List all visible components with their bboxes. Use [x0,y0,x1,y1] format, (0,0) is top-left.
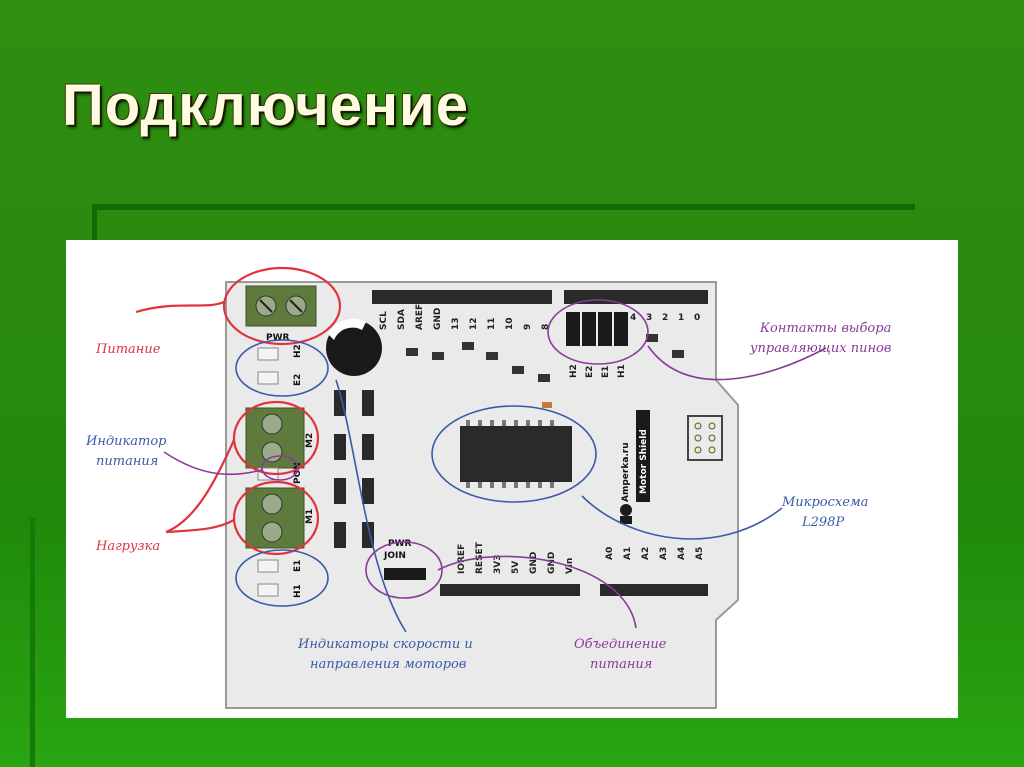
terminal-labels: H2 E2 M2 PON M1 E1 H1 [293,344,315,598]
svg-text:8: 8 [541,324,551,330]
control-jumpers [566,312,628,346]
annotation-power-indicator-1: Индикатор [85,434,167,449]
svg-text:9: 9 [523,324,533,330]
svg-text:H1: H1 [617,364,627,378]
diode-column [334,390,374,548]
led-e2 [257,371,279,385]
svg-text:H1: H1 [293,584,303,598]
svg-text:GND: GND [529,552,539,574]
led-h2 [257,347,279,361]
svg-text:E1: E1 [293,560,303,572]
pwr-join-jumper [384,568,426,580]
header-bottom-analog [600,584,708,596]
svg-text:13: 13 [451,317,461,330]
svg-text:2: 2 [662,313,668,323]
svg-text:1: 1 [678,313,684,323]
svg-text:GND: GND [547,552,557,574]
annotation-speed-indicators-1: Индикаторы скорости и [297,637,473,652]
svg-text:A1: A1 [623,547,633,560]
pwr-join-line2: JOIN [383,551,406,561]
led-h1 [257,583,279,597]
chip-pins [466,420,554,488]
svg-text:0: 0 [694,313,700,323]
svg-text:A4: A4 [677,547,687,560]
svg-text:E2: E2 [293,374,303,386]
svg-text:E2: E2 [585,366,595,378]
annotation-power: Питание [95,342,161,357]
annotation-chip-1: Микросхема [781,495,868,510]
svg-text:M1: M1 [305,509,315,524]
svg-text:11: 11 [487,317,497,330]
svg-text:3V3: 3V3 [493,555,503,575]
motor-shield-diagram: PWR H2 E2 M2 PON M1 E1 H1 [85,266,891,709]
svg-text:A0: A0 [605,547,615,560]
blue-highlights [235,339,783,633]
annotation-power-join-2: питания [590,657,652,672]
svg-text:M2: M2 [305,433,315,448]
decorative-line-left [92,204,97,244]
svg-text:GND: GND [433,308,443,330]
svg-text:10: 10 [505,317,515,330]
icsp-header [687,415,723,461]
svg-text:AREF: AREF [415,304,425,330]
brand-label: Amperka.ru [621,442,631,502]
svg-text:A5: A5 [695,547,705,560]
header-top-right [564,290,708,304]
board-body [225,281,739,709]
svg-text:H2: H2 [293,344,303,358]
svg-text:SCL: SCL [379,311,389,330]
purple-highlights [163,299,827,629]
annotation-chip-2: L298P [801,515,844,530]
power-terminal: PWR [245,285,317,343]
model-label: Motor Shield [639,429,649,494]
svg-text:A3: A3 [659,547,669,560]
svg-text:PON: PON [293,462,303,484]
motor2-terminal [245,407,305,469]
led-e1 [257,559,279,573]
annotation-power-join-1: Объединение [574,637,667,652]
annotation-control-pins-2: управляющих пинов [749,341,891,356]
svg-text:SDA: SDA [397,309,407,330]
capacitor [326,320,382,376]
slide-title: Подключение [62,73,469,138]
svg-text:3: 3 [646,313,652,323]
svg-text:A2: A2 [641,547,651,560]
header-top-left [372,290,552,304]
annotation-control-pins-1: Контакты выбора [759,321,891,336]
motor1-terminal [245,487,305,549]
top-left-pin-labels: SCL SDA AREF GND 13 12 11 10 9 8 [379,304,551,330]
svg-text:4: 4 [630,313,636,323]
control-pin-labels: H2 E2 E1 H1 [569,364,627,378]
annotation-load: Нагрузка [95,539,160,554]
svg-text:12: 12 [469,317,479,330]
decorative-line-top [95,204,915,210]
pwr-label: PWR [266,333,290,343]
diagram-panel: PWR H2 E2 M2 PON M1 E1 H1 [66,240,958,718]
pwr-join-line1: PWR [388,539,412,549]
annotation-power-indicator-2: питания [96,454,158,469]
annotation-speed-indicators-2: направления моторов [310,657,466,672]
decorative-line-left-bottom [30,518,35,767]
svg-text:E1: E1 [601,366,611,378]
header-bottom-power [440,584,580,596]
svg-text:5V: 5V [511,561,521,574]
analog-pin-labels: A0 A1 A2 A3 A4 A5 [605,547,705,560]
l298p-chip [460,426,572,482]
svg-text:H2: H2 [569,364,579,378]
svg-text:IOREF: IOREF [457,544,467,574]
red-highlights [135,266,342,556]
